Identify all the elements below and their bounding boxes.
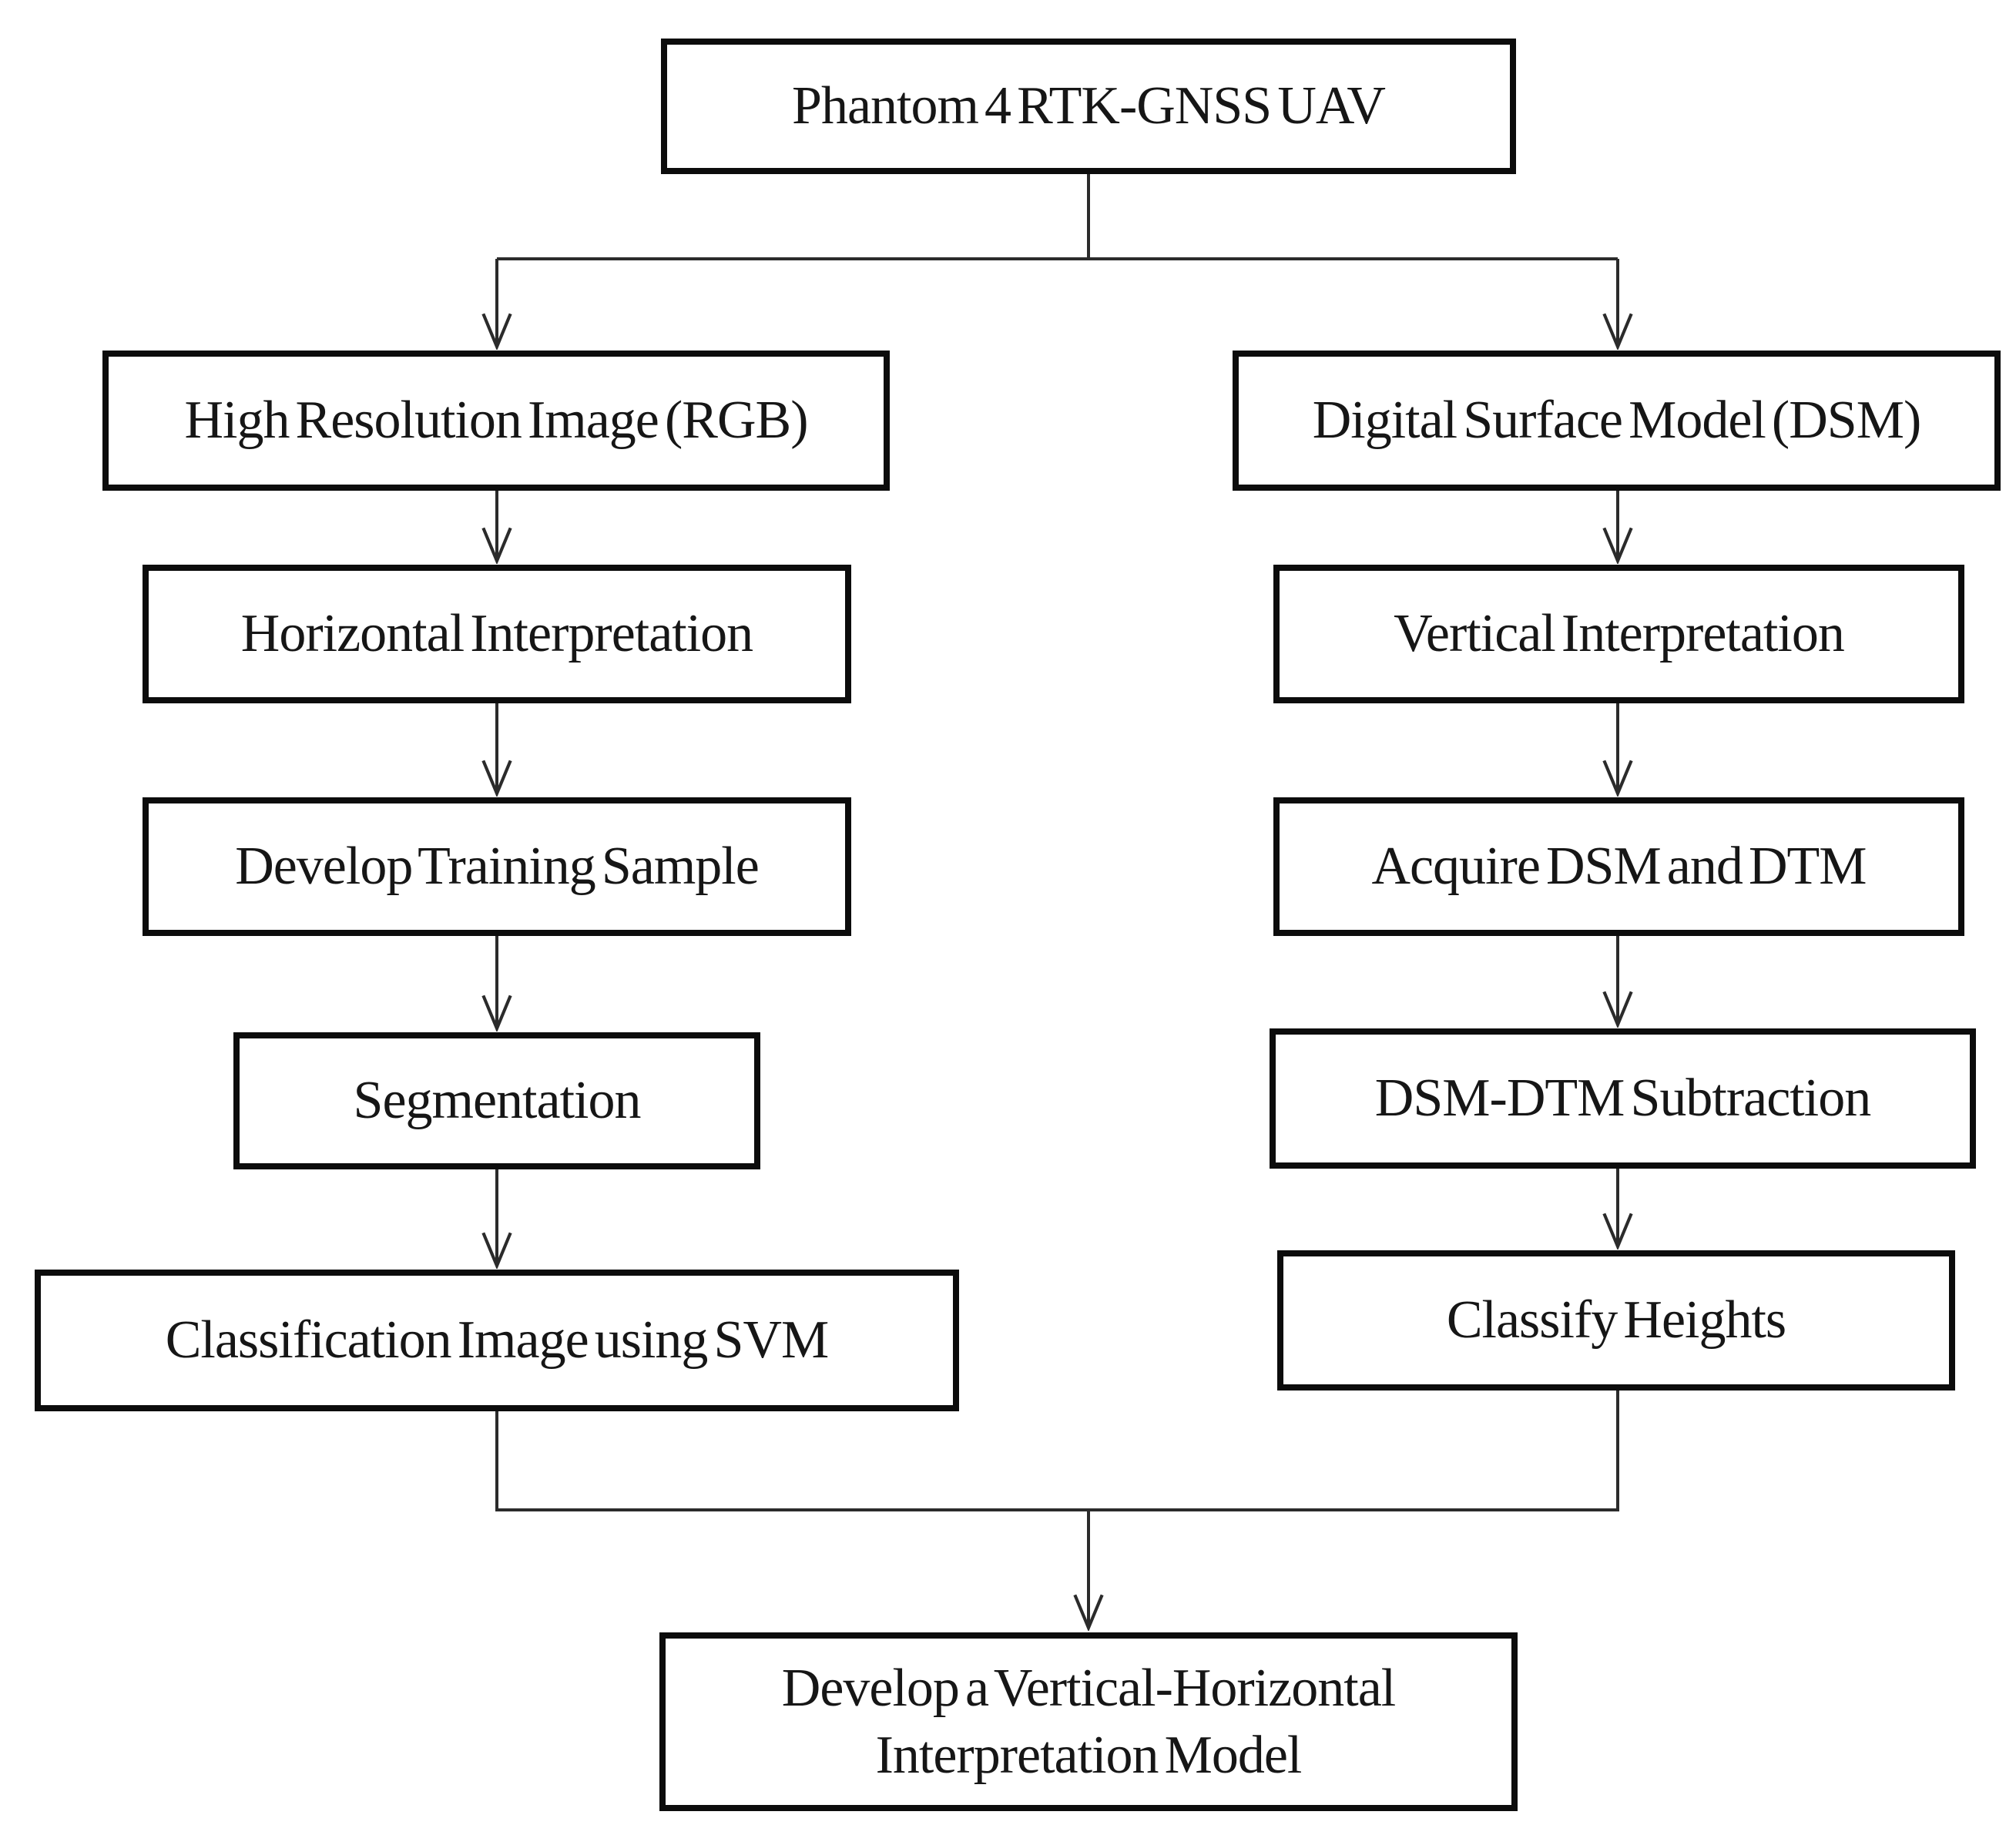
node-horizontal-interpretation-label: Horizontal Interpretation xyxy=(240,604,753,664)
node-dsm-dtm-subtraction-label: DSM-DTM Subtraction xyxy=(1374,1068,1871,1129)
node-segmentation-label: Segmentation xyxy=(353,1071,642,1131)
node-develop-training-sample-label: Develop Training Sample xyxy=(235,837,760,897)
node-high-resolution-image-rgb-label: High Resolution Image (RGB) xyxy=(184,391,808,451)
node-vertical-interpretation: Vertical Interpretation xyxy=(1273,565,1964,703)
node-classify-heights-label: Classify Heights xyxy=(1446,1290,1786,1350)
node-classification-image-using-svm-label: Classification Image using SVM xyxy=(165,1310,830,1370)
node-develop-vertical-horizontal-interpretation-model: Develop a Vertical-Horizontal Interpreta… xyxy=(659,1632,1518,1811)
node-classify-heights: Classify Heights xyxy=(1277,1250,1955,1391)
node-acquire-dsm-and-dtm-label: Acquire DSM and DTM xyxy=(1371,837,1867,897)
node-classification-image-using-svm: Classification Image using SVM xyxy=(35,1270,959,1411)
node-phantom4-rtk-gnss-uav: Phantom 4 RTK-GNSS UAV xyxy=(661,39,1516,174)
node-digital-surface-model-dsm-label: Digital Surface Model (DSM) xyxy=(1312,391,1922,451)
node-digital-surface-model-dsm: Digital Surface Model (DSM) xyxy=(1233,351,2001,491)
node-develop-vertical-horizontal-interpretation-model-label: Develop a Vertical-Horizontal Interpreta… xyxy=(781,1658,1396,1786)
node-vertical-interpretation-label: Vertical Interpretation xyxy=(1394,604,1845,664)
node-high-resolution-image-rgb: High Resolution Image (RGB) xyxy=(102,351,890,491)
node-acquire-dsm-and-dtm: Acquire DSM and DTM xyxy=(1273,797,1964,936)
node-horizontal-interpretation: Horizontal Interpretation xyxy=(143,565,851,703)
node-dsm-dtm-subtraction: DSM-DTM Subtraction xyxy=(1270,1028,1976,1169)
node-develop-training-sample: Develop Training Sample xyxy=(143,797,851,936)
node-segmentation: Segmentation xyxy=(233,1032,760,1169)
node-phantom4-rtk-gnss-uav-label: Phantom 4 RTK-GNSS UAV xyxy=(792,76,1386,136)
